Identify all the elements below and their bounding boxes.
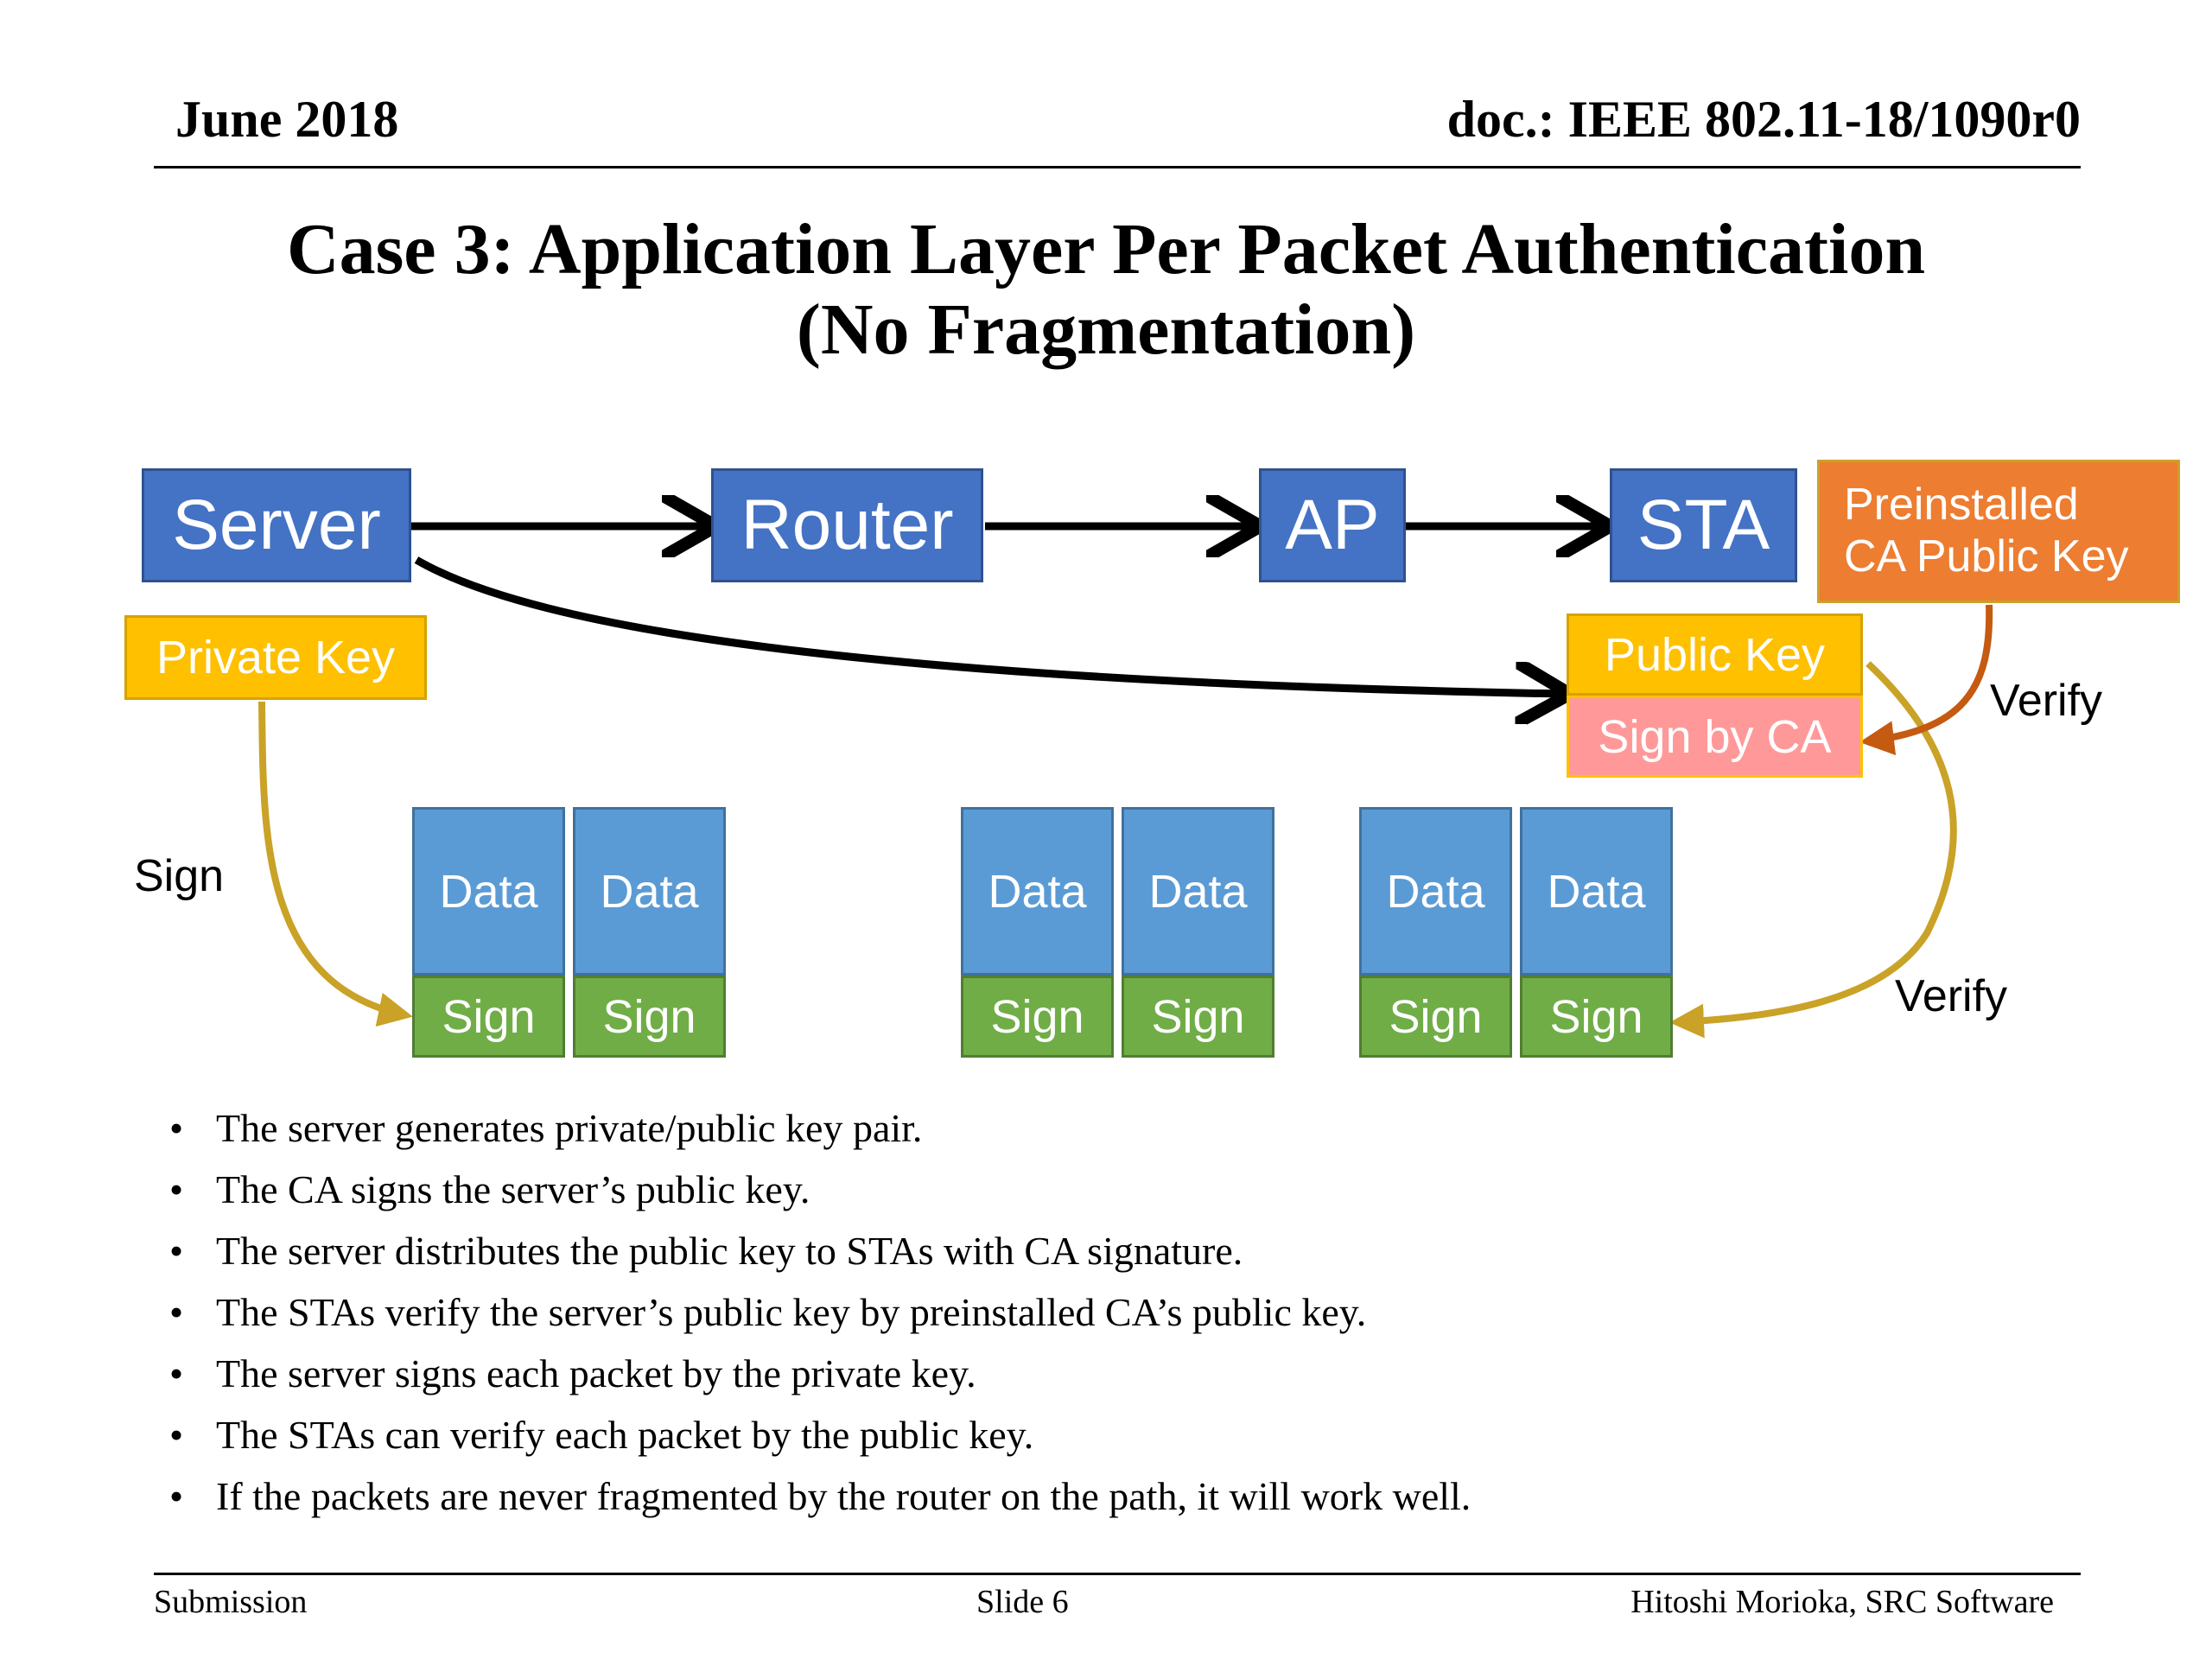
footer-rule bbox=[154, 1573, 2081, 1575]
server-node: Server bbox=[142, 468, 411, 582]
arrow-preinstalled-verify bbox=[1859, 604, 1993, 756]
bullet-item: •If the packets are never fragmented by … bbox=[169, 1474, 1471, 1518]
sign-by-ca-box: Sign by CA bbox=[1567, 696, 1863, 778]
slide-title-line2: (No Fragmentation) bbox=[796, 289, 1416, 370]
sta-node: STA bbox=[1610, 468, 1797, 582]
arrow-private-key-sign bbox=[258, 701, 413, 1027]
ap-node: AP bbox=[1259, 468, 1406, 582]
arrow-server-public-key bbox=[414, 556, 1562, 694]
footer-slide-number: Slide 6 bbox=[976, 1584, 1069, 1620]
bullet-item: •The server distributes the public key t… bbox=[169, 1229, 1243, 1273]
preinstalled-ca-public-key: Preinstalled CA Public Key bbox=[1817, 460, 2180, 603]
bullet-item: •The server signs each packet by the pri… bbox=[169, 1351, 976, 1395]
packet-data: Data bbox=[573, 807, 726, 976]
packet-sign: Sign bbox=[1359, 976, 1512, 1058]
packet-data: Data bbox=[412, 807, 565, 976]
arrow-public-key-verify bbox=[1669, 661, 1957, 1039]
packet-sign: Sign bbox=[961, 976, 1114, 1058]
private-key-box: Private Key bbox=[124, 615, 427, 700]
sign-label: Sign bbox=[134, 851, 225, 901]
packet-data: Data bbox=[961, 807, 1114, 976]
footer-submission: Submission bbox=[154, 1584, 308, 1620]
bullet-list: •The server generates private/public key… bbox=[169, 1097, 1471, 1527]
bullet-item: •The CA signs the server’s public key. bbox=[169, 1167, 810, 1211]
packet-data: Data bbox=[1122, 807, 1274, 976]
packet-sign: Sign bbox=[1520, 976, 1673, 1058]
header-rule bbox=[154, 166, 2081, 168]
header-doc-id: doc.: IEEE 802.11-18/1090r0 bbox=[1446, 91, 2081, 148]
bullet-item: •The server generates private/public key… bbox=[169, 1106, 923, 1150]
footer-author: Hitoshi Morioka, SRC Software bbox=[1630, 1584, 2054, 1620]
verify-label-ca: Verify bbox=[1990, 676, 2103, 726]
preinstalled-line2: CA Public Key bbox=[1844, 531, 2129, 582]
packet-data: Data bbox=[1520, 807, 1673, 976]
packet-sign: Sign bbox=[573, 976, 726, 1058]
packet-sign: Sign bbox=[412, 976, 565, 1058]
verify-label-packets: Verify bbox=[1895, 971, 2008, 1021]
public-key-box: Public Key bbox=[1567, 613, 1863, 696]
header-date: June 2018 bbox=[175, 91, 399, 148]
preinstalled-line1: Preinstalled bbox=[1844, 480, 2079, 531]
packet-sign: Sign bbox=[1122, 976, 1274, 1058]
router-node: Router bbox=[711, 468, 983, 582]
bullet-item: •The STAs verify the server’s public key… bbox=[169, 1290, 1367, 1334]
packet-data: Data bbox=[1359, 807, 1512, 976]
bullet-item: •The STAs can verify each packet by the … bbox=[169, 1413, 1034, 1457]
slide-title-line1: Case 3: Application Layer Per Packet Aut… bbox=[286, 209, 1926, 289]
